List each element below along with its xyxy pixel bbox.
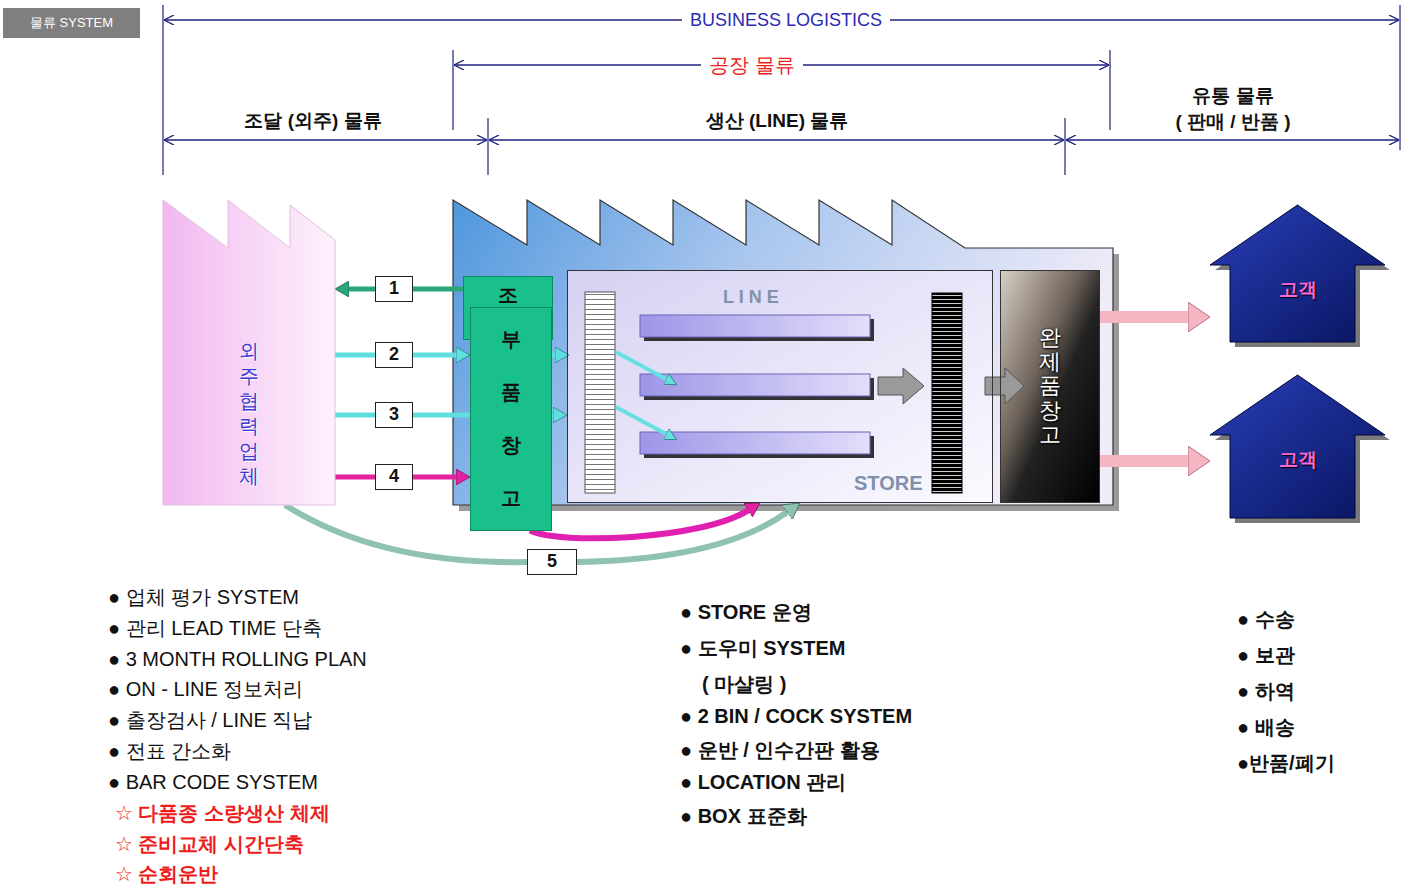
finished-goods-warehouse: 완제품 창고 [1000, 270, 1100, 503]
span-label: 유통 물류 [1192, 84, 1273, 108]
dimension-tick [162, 5, 163, 175]
dimension-tick [1109, 50, 1110, 130]
bullet-item: ● BOX 표준화 [680, 804, 807, 828]
store-rack [932, 293, 962, 493]
bullet-item: ● STORE 운영 [680, 600, 812, 624]
line-bar [640, 374, 870, 396]
flow-block-arrow [985, 368, 1024, 404]
dimension-line [489, 139, 1064, 140]
dimension-line [164, 139, 487, 140]
star-item: ☆ 준비교체 시간단축 [115, 833, 304, 855]
span-label: BUSINESS LOGISTICS [682, 8, 890, 32]
bullet-item: ● 전표 간소화 [108, 740, 231, 762]
customer-house: 고객 [1210, 375, 1385, 518]
bullet-note: ( 마샬링 ) [702, 672, 786, 696]
dimension-tick [487, 118, 488, 175]
line-area-fill [567, 270, 993, 503]
star-item: ☆ 순회운반 [115, 863, 219, 885]
flow-arrow [552, 353, 555, 358]
span-label: 공장 물류 [701, 53, 803, 77]
node-text: 외주 협력업체 [239, 339, 259, 489]
vendor-building [163, 200, 335, 505]
span-label: 생산 (LINE) 물류 [706, 109, 849, 133]
node-text: 완제품 창고 [1039, 326, 1061, 447]
dimension-tick [452, 50, 453, 130]
bullet-item: ● 2 BIN / COCK SYSTEM [680, 704, 912, 728]
callout-number: 2 [375, 342, 413, 368]
node-text: 고객 [1279, 448, 1317, 518]
production-line-area: L I N E STORE [567, 270, 993, 503]
callout-number: 1 [375, 276, 413, 302]
node-text: STORE [854, 471, 992, 495]
bullet-item: ● ON - LINE 정보처리 [108, 678, 303, 700]
flow-arrow [1100, 455, 1188, 467]
bullet-item: ● 수송 [1237, 607, 1295, 631]
dimension-line [1066, 139, 1399, 140]
bullet-item: ● 출장검사 / LINE 직납 [108, 709, 312, 731]
dimension-tick [1399, 5, 1400, 150]
span-label: 조달 (외주) 물류 [244, 109, 381, 133]
line-bar [640, 432, 870, 454]
bullet-item: ● 도우미 SYSTEM [680, 636, 845, 660]
section-tag: 물류 SYSTEM [3, 8, 140, 38]
span-label: ( 판매 / 반품 ) [1175, 110, 1290, 134]
star-item: ☆ 다품종 소량생산 체제 [115, 802, 330, 824]
bullet-item: ● BAR CODE SYSTEM [108, 771, 318, 793]
callout-number: 5 [527, 549, 577, 575]
bullet-item: ● 관리 LEAD TIME 단축 [108, 617, 322, 639]
feed-arrow [616, 352, 666, 379]
house-outline [1210, 375, 1385, 518]
house-body [1210, 375, 1385, 518]
house-outline [1210, 205, 1385, 342]
node-text: 부품 창고 [501, 313, 521, 525]
bullet-item: ● 3 MONTH ROLLING PLAN [108, 648, 367, 670]
feed-arrow [616, 407, 666, 434]
bullet-item: ● LOCATION 관리 [680, 770, 846, 794]
flow-block-arrow [878, 368, 924, 404]
bullet-item: ● 보관 [1237, 643, 1295, 667]
factory-building [453, 200, 1113, 505]
house-body [1210, 205, 1385, 342]
node-text: 고객 [1279, 278, 1317, 342]
callout-number: 3 [375, 402, 413, 428]
flow-arrow [1100, 311, 1188, 323]
bullet-item: ● 업체 평가 SYSTEM [108, 586, 299, 608]
bullet-item: ● 운반 / 인수간판 활용 [680, 738, 880, 762]
line-bar [640, 315, 870, 337]
bullet-item: ●반품/폐기 [1237, 751, 1335, 775]
parts-warehouse-box: 부품 창고 [470, 307, 552, 531]
dimension-tick [1064, 118, 1065, 175]
vendor-factory: 외주 협력업체 [163, 200, 335, 505]
node-text: L I N E [723, 285, 992, 309]
flow-arrow [530, 510, 748, 538]
callout-number: 4 [375, 464, 413, 490]
bullet-item: ● 하역 [1237, 679, 1295, 703]
ladder-rack [585, 292, 615, 493]
customer-house: 고객 [1210, 205, 1385, 342]
bullet-item: ● 배송 [1237, 715, 1295, 739]
